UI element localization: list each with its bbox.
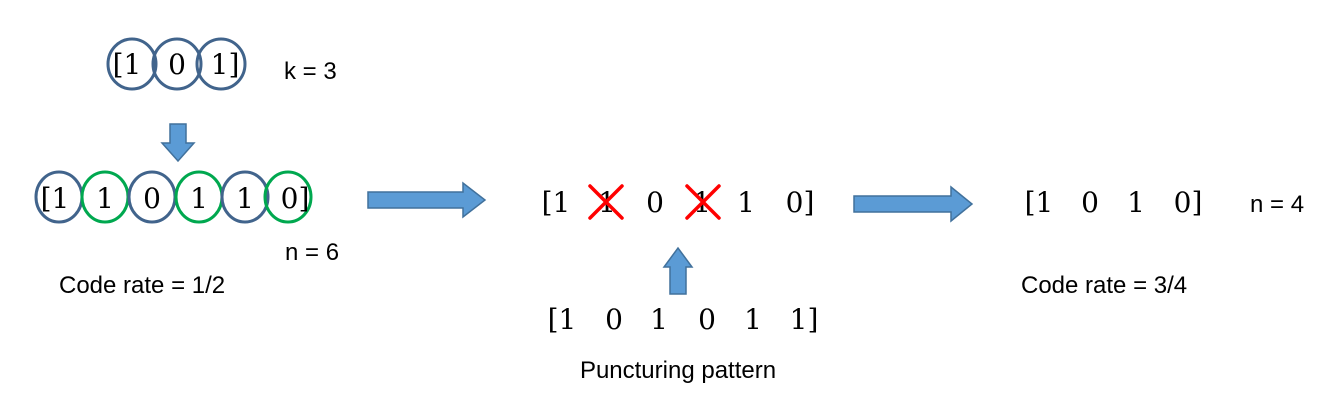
input-bit-circle	[106, 37, 158, 91]
down-arrow	[160, 123, 196, 163]
right-arrow	[367, 181, 487, 219]
encoded-bit: 0]	[281, 182, 310, 215]
pattern-group: [1 0 1 0 1 1] Puncturing pattern	[548, 303, 819, 384]
punctured-bit: 0]	[786, 186, 815, 219]
pattern-bit: 0	[605, 303, 623, 336]
pattern-bit: [1	[548, 303, 577, 336]
right-arrow	[853, 185, 974, 223]
pattern-bit: 1	[650, 303, 668, 336]
input-bit: [1	[113, 48, 142, 81]
encoded-bit-circle	[263, 170, 313, 224]
pattern-label: Puncturing pattern	[580, 357, 776, 384]
pattern-bit: 0	[698, 303, 716, 336]
k-label: k = 3	[284, 58, 337, 85]
encoded-bit: 1	[190, 182, 208, 215]
rate-three-quarters-label: Code rate = 3/4	[1021, 272, 1187, 299]
pattern-bit: 1]	[790, 303, 819, 336]
n6-label: n = 6	[285, 239, 339, 266]
input-bit: 0	[168, 48, 186, 81]
rate-half-label: Code rate = 1/2	[59, 272, 225, 299]
n4-label: n = 4	[1250, 191, 1304, 218]
encoded-bit: 0	[143, 182, 161, 215]
encoded-bit: 1	[96, 182, 114, 215]
punctured-bit: 0	[646, 186, 664, 219]
cross-icon	[685, 184, 721, 220]
output-bit: [1	[1025, 186, 1054, 219]
cross-icon	[588, 184, 624, 220]
encoded-bit: 1	[236, 182, 254, 215]
output-group: [1 0 1 0] n = 4 Code rate = 3/4	[1021, 186, 1304, 299]
encoded-bits-group: [1 1 0 1 1 0] n = 6 Code rate = 1/2	[34, 170, 339, 299]
punctured-bit: 1	[737, 186, 755, 219]
up-arrow	[662, 246, 694, 295]
input-bit-circle	[151, 37, 203, 91]
punctured-bit: [1	[542, 186, 571, 219]
encoded-bit: [1	[41, 182, 70, 215]
encoded-bit-circle	[220, 170, 270, 224]
input-bit-circle	[195, 37, 247, 91]
input-bit: 1]	[211, 48, 240, 81]
output-bit: 0]	[1174, 186, 1203, 219]
output-bit: 1	[1127, 186, 1145, 219]
output-bit: 0	[1081, 186, 1099, 219]
input-bits-group: [1 0 1] k = 3	[106, 37, 337, 91]
punctured-bits-group: [1 1 0 1 1 0]	[542, 184, 815, 220]
pattern-bit: 1	[744, 303, 762, 336]
